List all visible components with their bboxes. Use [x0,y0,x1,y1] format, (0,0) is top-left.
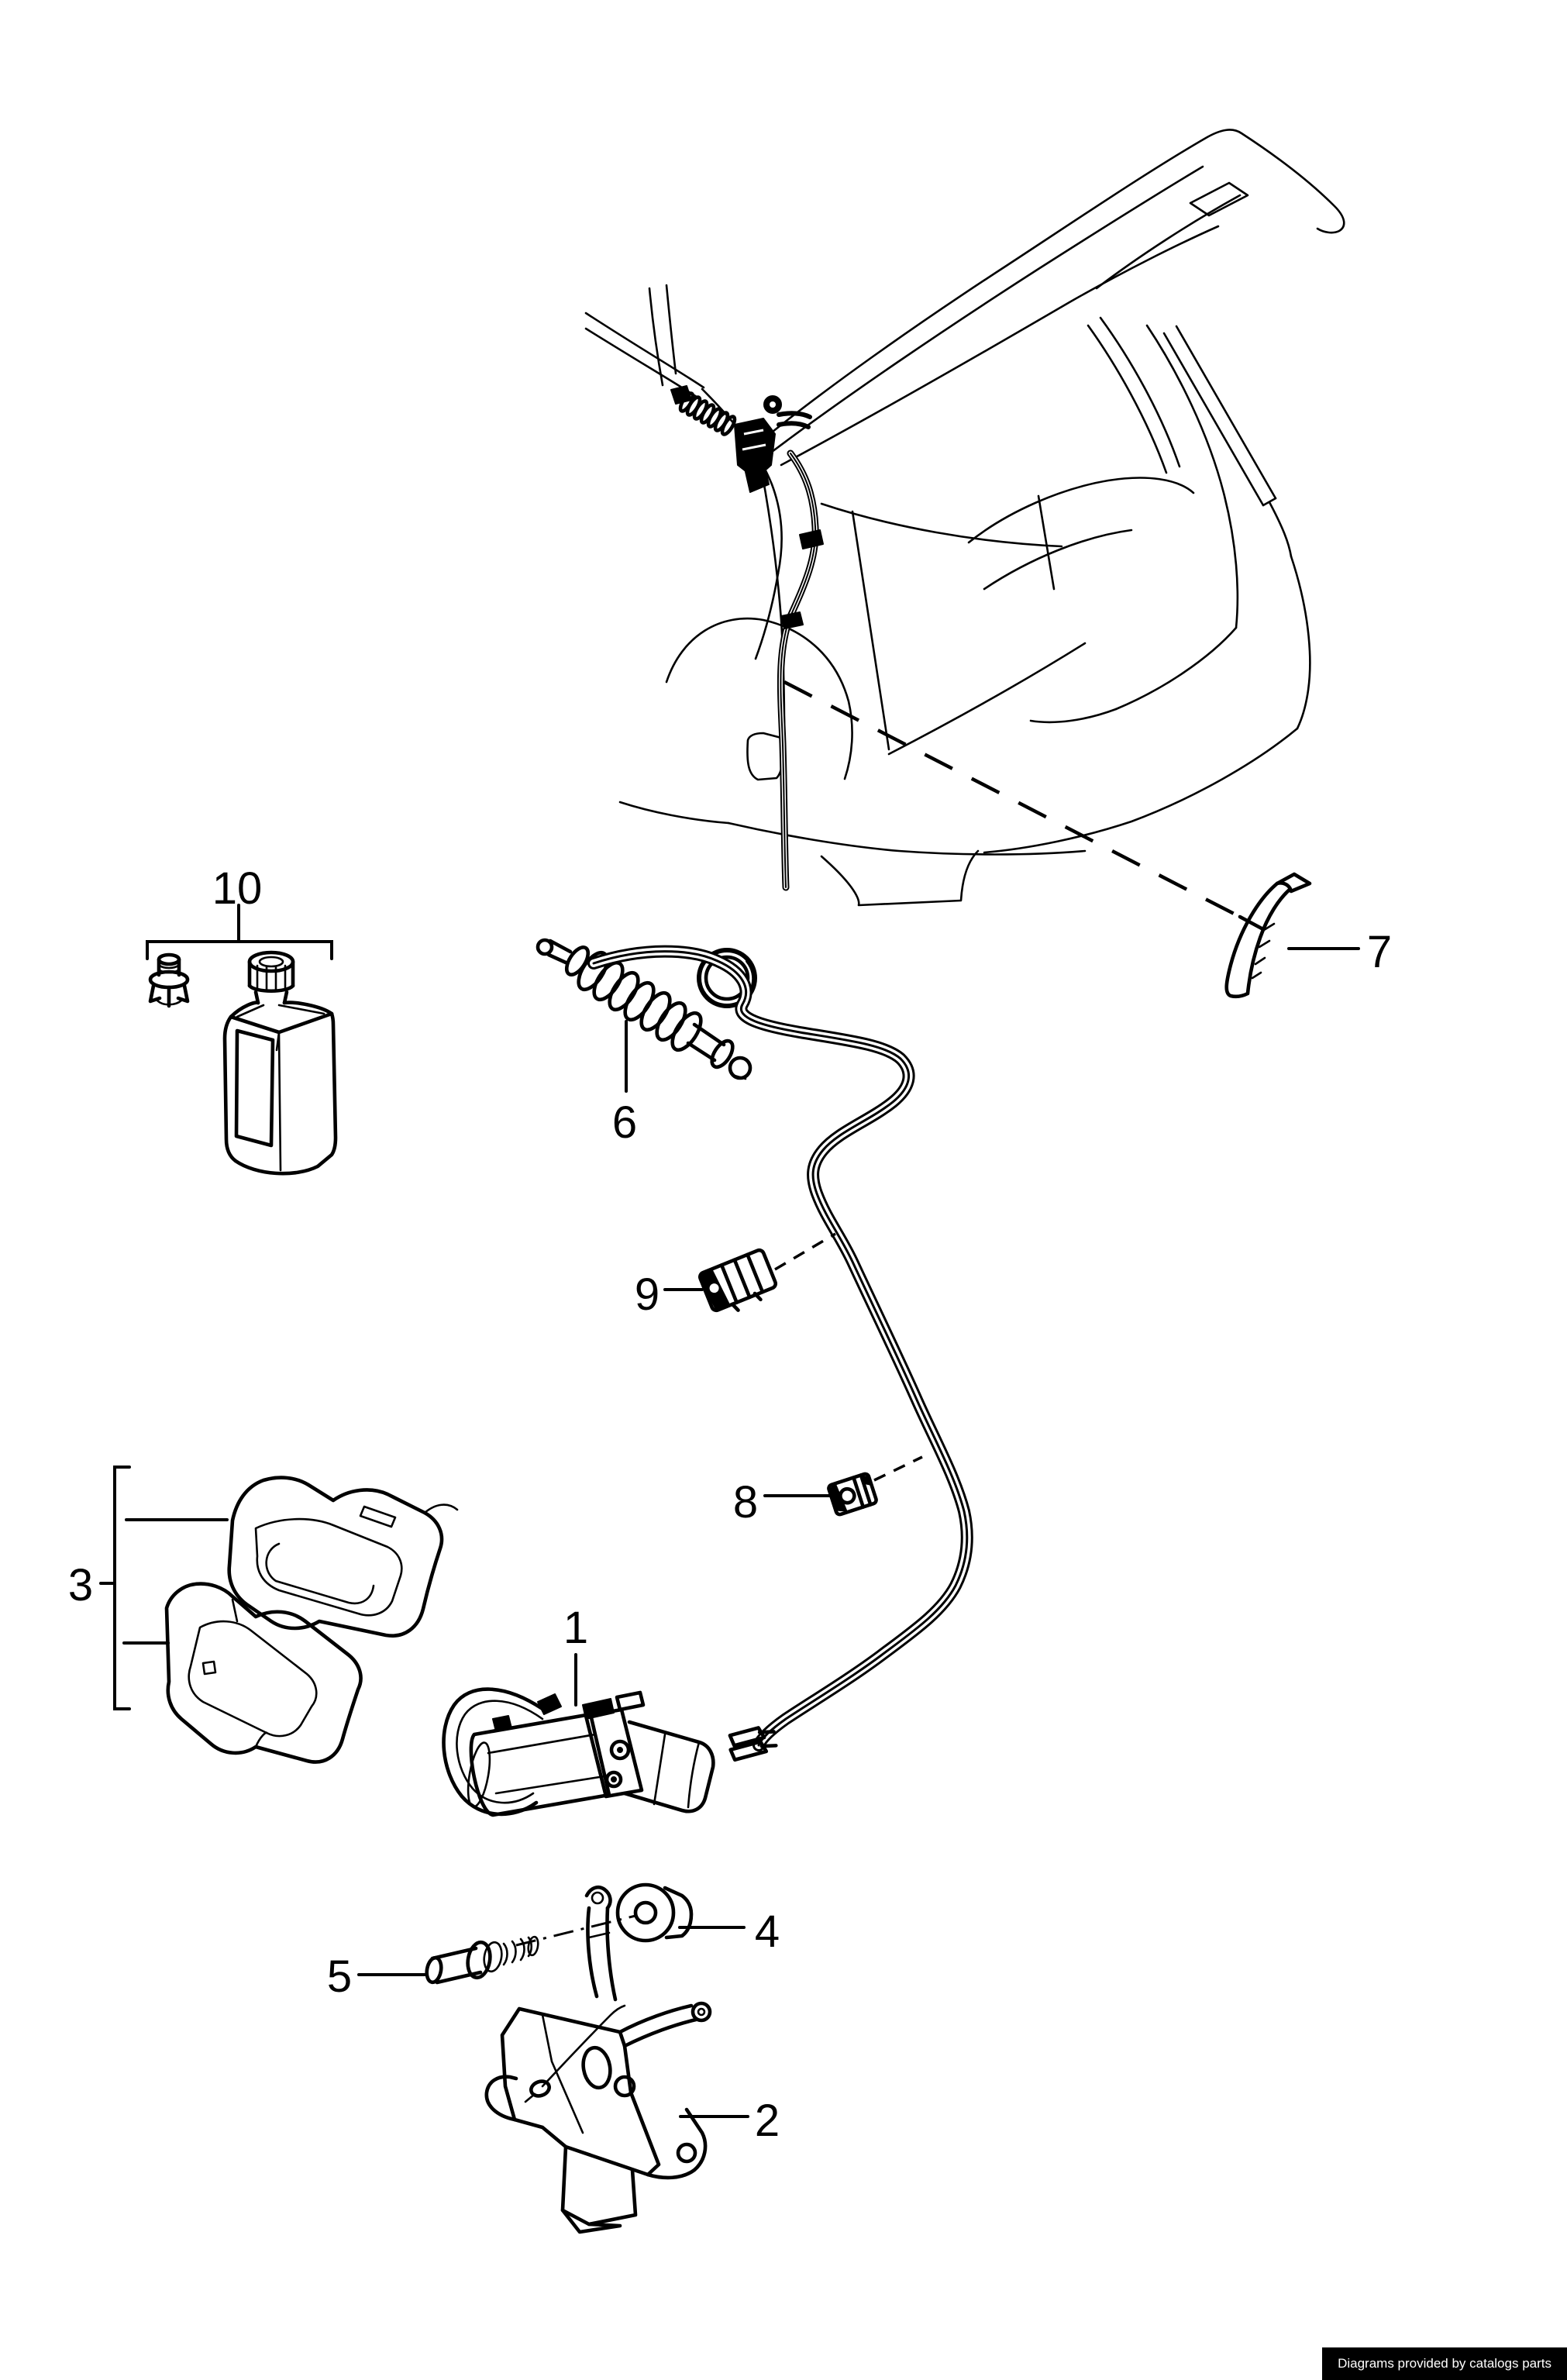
part-10-plug [148,952,190,1008]
part-6-hydraulic-tubes [587,945,973,1762]
liftgate-handle-recess [1189,181,1249,217]
installed-hydraulic-lines [777,449,824,891]
part-label-10: 10 [212,863,263,914]
part-label-9: 9 [635,1269,660,1320]
liftgate-strut [1162,332,1265,507]
part-9-clamp [697,1248,778,1313]
part-label-5: 5 [327,1951,352,2002]
part-3-cover-lower [164,1582,363,1764]
footer-credit-text: Diagrams provided by catalogs parts [1338,2356,1552,2371]
part-1-pump [442,1687,715,1817]
part-label-2: 2 [755,2096,780,2146]
car-line-art [584,129,1345,931]
part-5-screw [425,1935,539,1985]
bracket-10 [146,940,333,960]
part-4-grommet [615,1882,694,1943]
dashed-line-8 [873,1455,923,1482]
part-2-bracket [484,1885,712,2234]
tube-end-connectors [728,1726,778,1762]
dashed-line-9 [774,1232,836,1271]
bracket-3 [113,1466,131,1710]
reference-dashed-line-to-7 [783,680,1242,919]
wheel-arch [665,617,853,780]
harness-clip-upper [799,529,824,549]
part-label-3: 3 [68,1560,93,1610]
part-10-group [146,904,338,1176]
footer-credit-badge: Diagrams provided by catalogs parts [1322,2347,1567,2380]
installed-latch-assembly [670,385,812,493]
part-3-cover-upper [227,1476,459,1638]
part-label-8: 8 [733,1477,758,1528]
part-10-bottle [222,950,338,1176]
part-8-clip [827,1472,878,1517]
harness-clip-lower [780,611,804,629]
part-label-4: 4 [755,1906,780,1957]
part-3-group [99,1466,459,1764]
part-label-1: 1 [563,1603,588,1653]
part-label-7: 7 [1367,927,1392,977]
part-7-trim-strip [1224,872,1312,999]
part-label-6: 6 [612,1097,637,1148]
